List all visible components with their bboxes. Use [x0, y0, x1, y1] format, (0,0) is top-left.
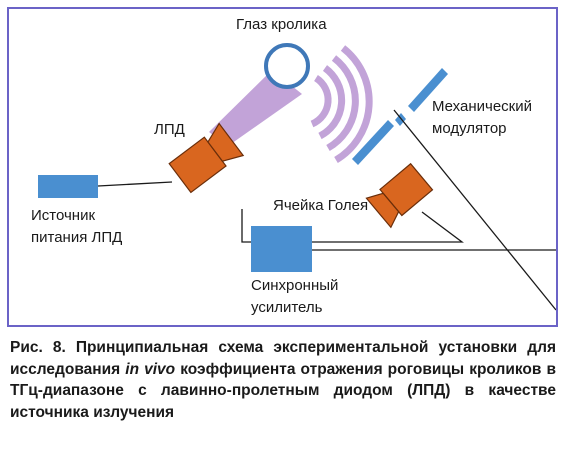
figure-caption: Рис. 8. Принципиальная схема эксперимент… — [10, 337, 556, 423]
caption-part1: Рис. 8. Принципиальная схема эксперимент… — [10, 339, 556, 378]
reflected-waves-icon — [310, 45, 373, 164]
label-amp-line2: усилитель — [251, 299, 323, 316]
label-modulator-line2: модулятор — [432, 120, 507, 137]
signal-wires — [241, 109, 556, 311]
lpd-device-icon — [168, 122, 245, 194]
label-rabbit-eye: Глаз кролика — [236, 16, 327, 33]
caption-part2: коэффициента отражения роговицы кроликов… — [10, 360, 556, 421]
power-wire — [97, 181, 173, 187]
label-lpd: ЛПД — [154, 121, 185, 138]
power-supply-box — [38, 175, 98, 198]
label-power-line1: Источник — [31, 207, 96, 224]
setup-diagram — [38, 43, 556, 311]
diagram-frame: Глаз кролика ЛПД Механический модулятор … — [7, 7, 558, 327]
label-power-line2: питания ЛПД — [31, 229, 123, 246]
label-golay-cell: Ячейка Голея — [273, 197, 369, 214]
rabbit-eye-icon — [264, 43, 310, 89]
terahertz-beam — [209, 70, 302, 146]
lock-in-amplifier-box — [251, 226, 312, 272]
label-amp-line1: Синхронный — [251, 277, 339, 294]
mechanical-modulator-icon — [352, 68, 448, 165]
caption-italic: in vivo — [125, 360, 176, 378]
golay-cell-icon — [365, 162, 434, 229]
label-modulator-line1: Механический — [432, 98, 532, 115]
